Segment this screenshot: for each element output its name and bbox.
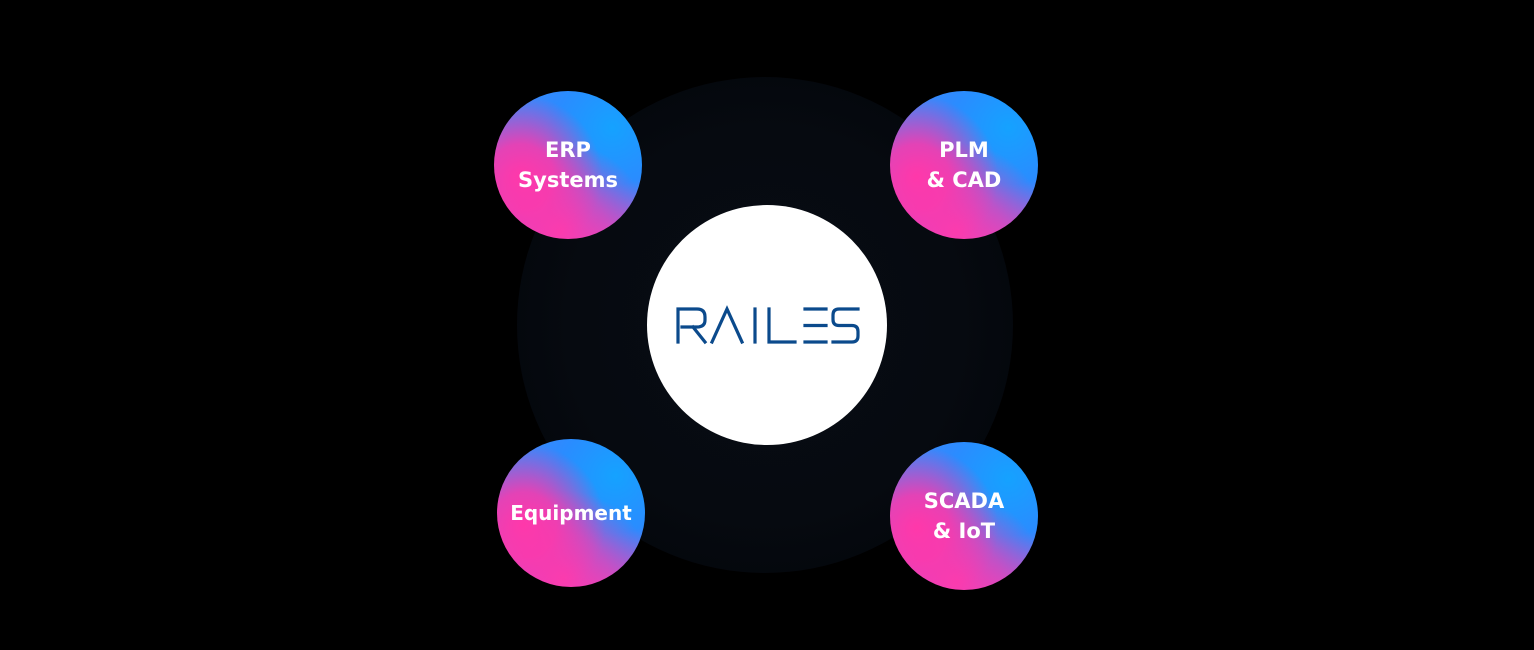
node-erp-systems: ERP Systems <box>494 91 642 239</box>
railes-logo <box>676 305 860 345</box>
node-plm-cad: PLM & CAD <box>890 91 1038 239</box>
node-label: Equipment <box>510 501 632 525</box>
node-scada-iot: SCADA & IoT <box>890 442 1038 590</box>
node-label: ERP Systems <box>518 138 618 192</box>
railes-hub: RAILES <box>647 205 887 445</box>
node-equipment: Equipment <box>497 439 645 587</box>
node-label: SCADA & IoT <box>923 489 1005 543</box>
node-label: PLM & CAD <box>926 138 1002 192</box>
